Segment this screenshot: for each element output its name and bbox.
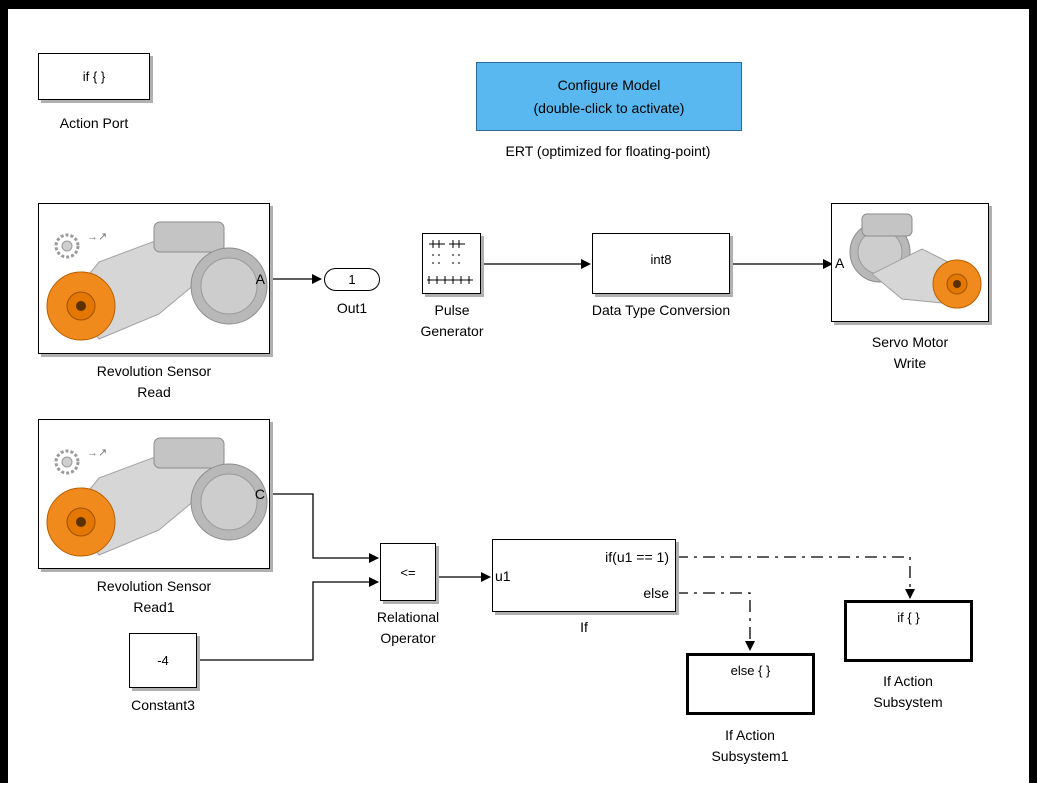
relational-operator-text: <= (400, 564, 416, 580)
configure-line1: Configure Model (557, 76, 661, 93)
relational-operator-block[interactable]: <= (380, 543, 436, 601)
gear-icon (54, 449, 80, 475)
if-action-subsystem1-text: else { } (730, 663, 771, 678)
dtc-text: int8 (650, 252, 672, 267)
lego-motor-icon: →↗ (46, 221, 268, 341)
relational-operator-label-line1: Relational (376, 609, 440, 625)
sensor-port-a: A (255, 271, 265, 287)
if-action-subsystem-block[interactable]: if { } (844, 600, 973, 662)
if-block-label: If (580, 619, 588, 635)
servo-motor-label-line1: Servo Motor (871, 334, 949, 350)
constant3-text: -4 (157, 653, 169, 668)
svg-text:→↗: →↗ (87, 231, 107, 243)
action-port-block[interactable]: if { } (38, 53, 150, 100)
out1-text: 1 (348, 272, 356, 287)
if-action-subsystem-label-line2: Subsystem (873, 694, 943, 710)
servo-motor-block[interactable]: A (831, 203, 989, 322)
relational-operator-label-line2: Operator (380, 630, 436, 646)
pulse-generator-block[interactable] (422, 233, 481, 294)
configure-line2: (double-click to activate) (533, 99, 685, 116)
revolution-sensor1-label: Revolution Sensor Read1 (38, 576, 270, 618)
if-action-subsystem1-label-line1: If Action (725, 727, 775, 743)
revolution-sensor1-label-line2: Read1 (133, 599, 175, 615)
revolution-sensor-label-line1: Revolution Sensor (96, 363, 212, 379)
signal-lines (197, 259, 915, 661)
revolution-sensor-label-line2: Read (137, 384, 171, 400)
if-action-subsystem-label-line1: If Action (883, 673, 933, 689)
relational-operator-label: Relational Operator (348, 607, 468, 649)
if-block[interactable]: u1 if(u1 == 1) else (492, 539, 676, 612)
out1-label: Out1 (336, 300, 368, 316)
svg-text:→↗: →↗ (87, 447, 107, 459)
if-action-subsystem1-block[interactable]: else { } (686, 653, 815, 715)
pulse-generator-label: Pulse Generator (402, 300, 502, 342)
action-port-label: Action Port (59, 115, 129, 131)
if-condition-else: else (643, 585, 669, 601)
servo-port-a: A (835, 255, 845, 271)
if-action-subsystem-text: if { } (897, 610, 920, 625)
revolution-sensor1-label-line1: Revolution Sensor (96, 578, 212, 594)
if-action-subsystem1-label: If Action Subsystem1 (680, 725, 820, 767)
pulse-generator-label-line1: Pulse (434, 302, 470, 318)
revolution-sensor-label: Revolution Sensor Read (38, 361, 270, 403)
wire-else-action1 (676, 592, 755, 651)
if-action-subsystem1-label-line2: Subsystem1 (711, 748, 789, 764)
if-input-u1: u1 (495, 568, 511, 584)
pulse-generator-label-line2: Generator (420, 323, 484, 339)
configure-label: ERT (optimized for floating-point) (505, 143, 711, 159)
pulse-train-icon (427, 240, 473, 284)
if-condition-if: if(u1 == 1) (605, 549, 669, 565)
gear-icon (54, 233, 80, 259)
action-port-text: if { } (82, 69, 106, 84)
data-type-conversion-block[interactable]: int8 (592, 233, 730, 294)
configure-model-block[interactable]: Configure Model (double-click to activat… (476, 62, 742, 131)
sensor1-port-c: C (254, 486, 265, 502)
if-action-subsystem-label: If Action Subsystem (838, 671, 978, 713)
servo-motor-label: Servo Motor Write (831, 332, 989, 374)
wire-const-relop (197, 577, 379, 661)
lego-motor-icon: →↗ (46, 437, 268, 557)
revolution-sensor1-block[interactable]: →↗ C (38, 419, 270, 569)
dtc-label: Data Type Conversion (591, 302, 731, 318)
out1-port[interactable]: 1 (324, 268, 380, 291)
wire-if-action (676, 556, 915, 599)
constant3-label: Constant3 (131, 697, 195, 713)
servo-motor-label-line2: Write (893, 355, 927, 371)
constant3-block[interactable]: -4 (129, 633, 197, 688)
revolution-sensor-block[interactable]: →↗ A (38, 203, 270, 354)
lego-motor-icon (849, 213, 982, 309)
wire-sensor1-relop (270, 493, 379, 563)
